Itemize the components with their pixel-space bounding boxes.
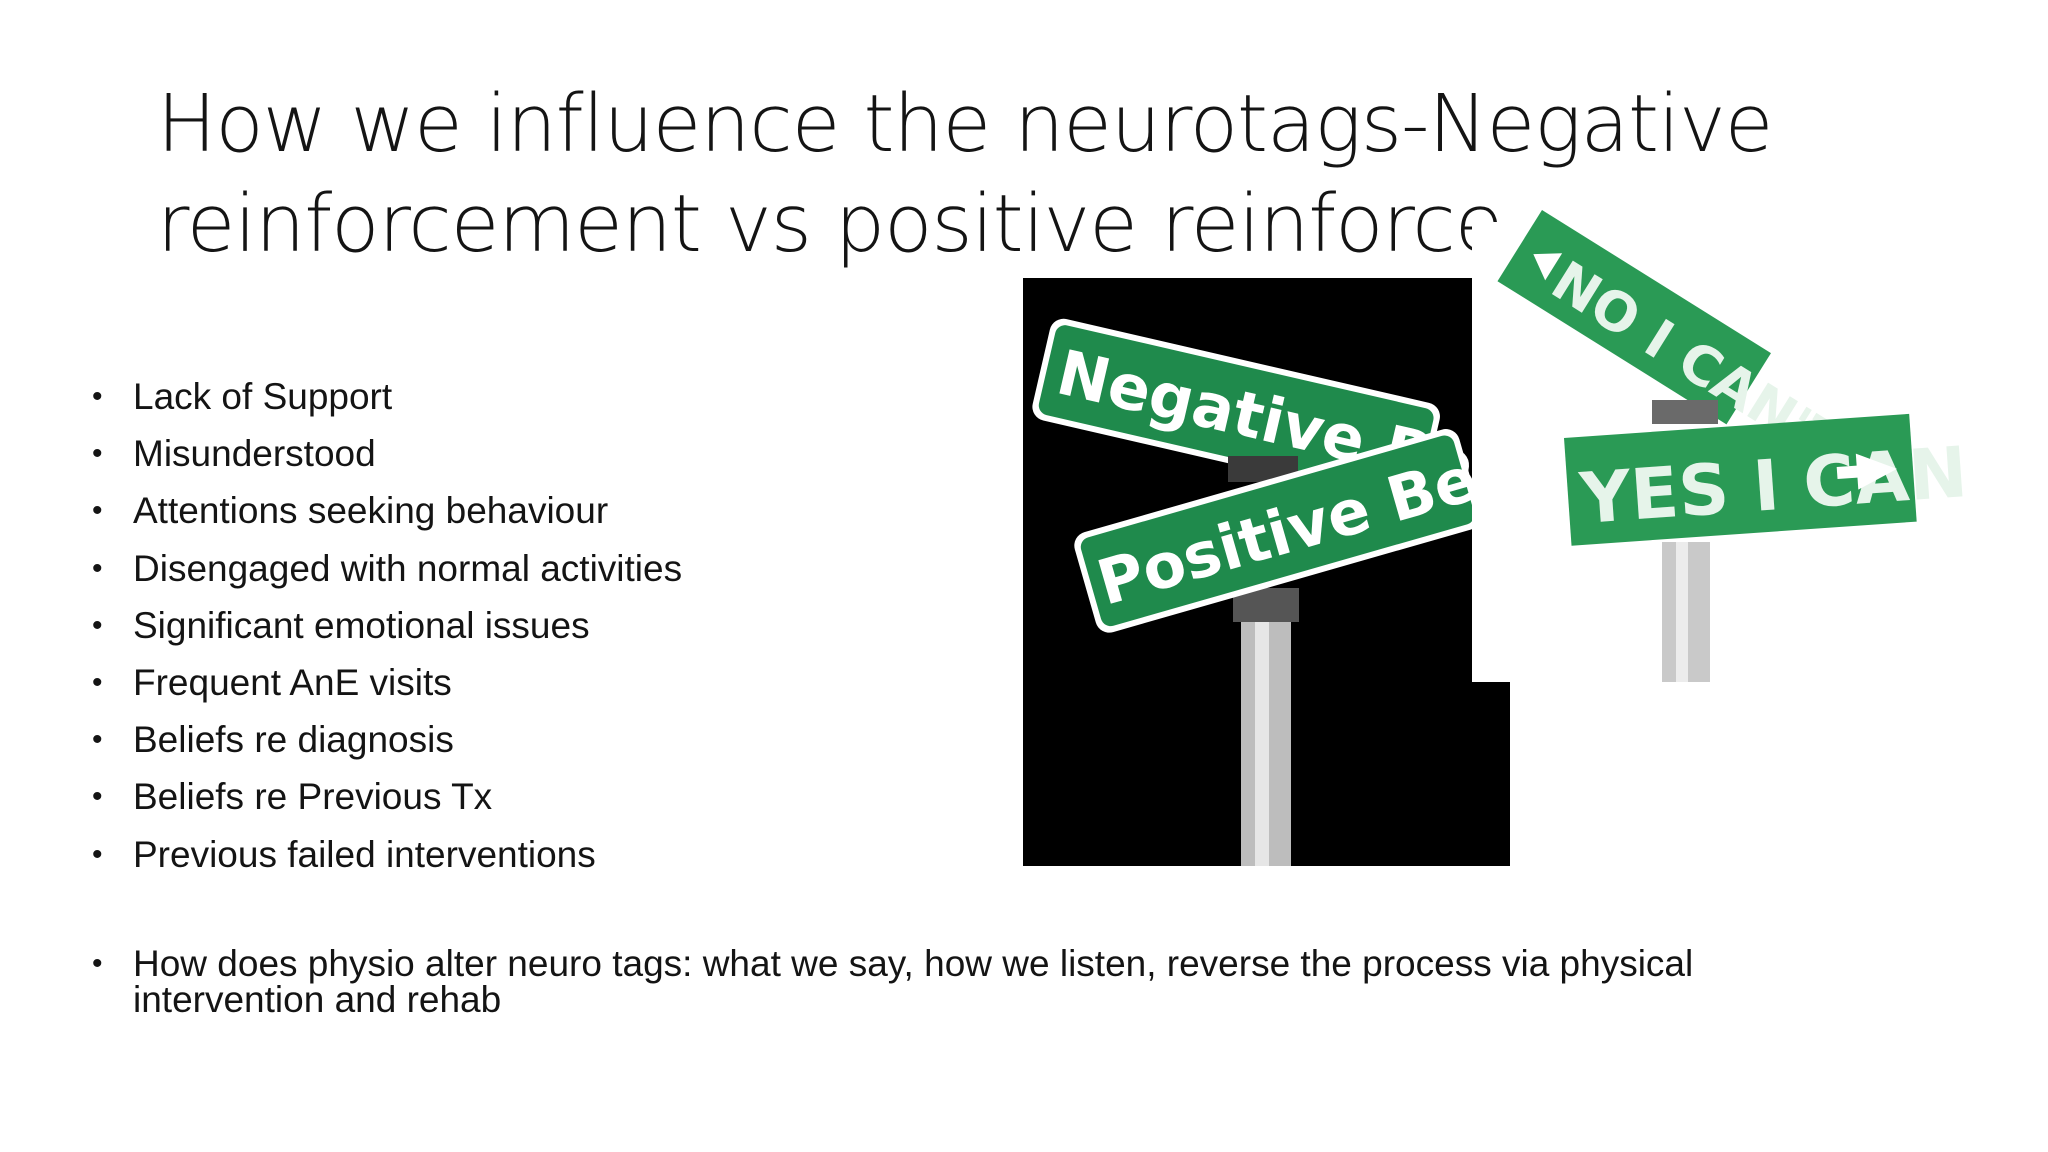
bullet-item: Frequent AnE visits (92, 654, 682, 711)
bullet-item: Beliefs re Previous Tx (92, 768, 682, 825)
yes-i-can-sign-image: NO I CAN'T YES I CAN (1472, 202, 1972, 682)
top-sign-panel (1038, 325, 1434, 499)
closing-bullet: How does physio alter neuro tags: what w… (92, 945, 1812, 1018)
sign-pole-highlight (1255, 608, 1269, 866)
bullet-item: Beliefs re diagnosis (92, 711, 682, 768)
right-arrow-icon (1855, 453, 1897, 490)
bottom-sign-panel (1564, 413, 1917, 546)
title-line-2: reinforcement vs positive reinforce (157, 178, 1503, 270)
bullet-item: Disengaged with normal activities (92, 540, 682, 597)
left-arrow-icon (1533, 253, 1563, 281)
right-arrow-shaft (1836, 465, 1860, 480)
bullet-item: Previous failed interventions (92, 826, 682, 883)
sign-bracket (1652, 400, 1718, 424)
slide-title: How we influence the neurotags-Negative … (157, 74, 1773, 274)
bullet-list: Lack of Support Misunderstood Attentions… (92, 368, 682, 883)
top-sign-panel (1497, 210, 1771, 425)
bullet-item: Misunderstood (92, 425, 682, 482)
street-sign-illustration: Negative Beliefs Positive Beliefs (1032, 318, 1510, 866)
bullet-item: Lack of Support (92, 368, 682, 425)
bullet-item: Attentions seeking behaviour (92, 482, 682, 539)
negative-positive-beliefs-sign-image: Negative Beliefs Positive Beliefs (1023, 278, 1510, 866)
bottom-sign-panel (1080, 435, 1475, 627)
yes-no-sign-illustration: NO I CAN'T YES I CAN (1472, 210, 1972, 682)
sign-pole-highlight (1676, 542, 1688, 682)
bullet-item: Significant emotional issues (92, 597, 682, 654)
title-line-1: How we influence the neurotags-Negative (157, 78, 1773, 170)
